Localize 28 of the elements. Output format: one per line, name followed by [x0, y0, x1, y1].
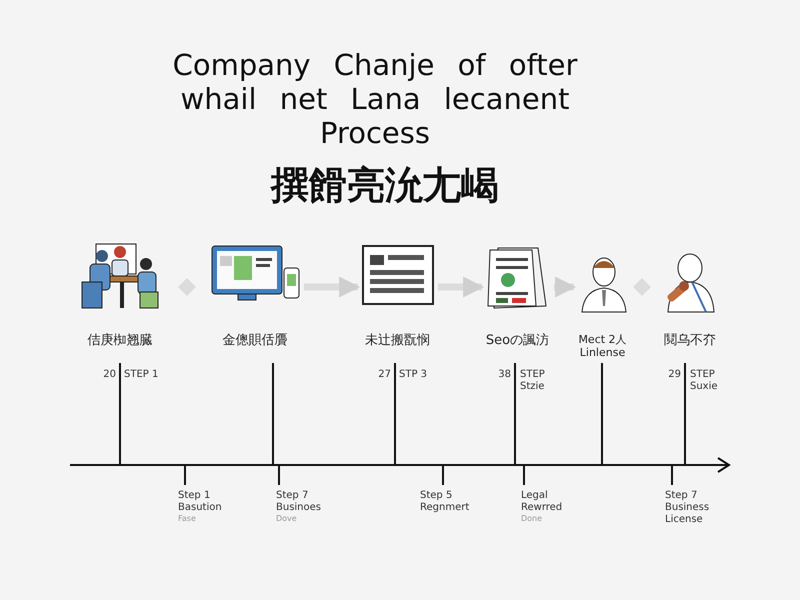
step-label: 29 — [667, 369, 681, 381]
subtitle: 撰餶亮沇尢嵑 — [269, 162, 500, 209]
step-label: STEP Suxie — [690, 369, 719, 393]
step-label: Legal Rewrred — [521, 490, 564, 514]
arrow — [438, 276, 484, 298]
step-label: 20 — [102, 369, 116, 381]
step-label: Step 7 Businoes — [276, 490, 322, 514]
step-label: STEP 1 — [124, 369, 160, 381]
step-label: Step 5 Regnmert — [420, 490, 470, 514]
step-label: Dove — [276, 514, 298, 524]
step-caption: 未辻搬翫悯 — [364, 333, 431, 349]
arrow — [554, 276, 576, 298]
step-label: STP 3 — [399, 369, 428, 381]
step-label: Fase — [178, 514, 197, 524]
step-label: Step 7 Business License — [665, 490, 710, 526]
step-caption: 鬩乌不夰 — [663, 333, 717, 349]
step-caption: 佶庚椥翘臓 — [86, 333, 154, 349]
step-label: STEP Stzie — [520, 369, 546, 393]
step-caption: Seoの諷汸 — [484, 333, 550, 349]
step-label: Step 1 Basution — [178, 490, 223, 514]
step-caption: 金傯賏佸贗 — [222, 333, 288, 349]
step-label: Done — [521, 514, 544, 524]
step-caption: Mect 2人 Linlense — [577, 333, 628, 360]
arrow — [304, 276, 360, 298]
picture — [362, 245, 434, 305]
title: Company Chanje of ofter whail net Lana lecanent Process — [172, 48, 578, 150]
step-label: 38 — [497, 369, 511, 381]
step-label: 27 — [377, 369, 391, 381]
